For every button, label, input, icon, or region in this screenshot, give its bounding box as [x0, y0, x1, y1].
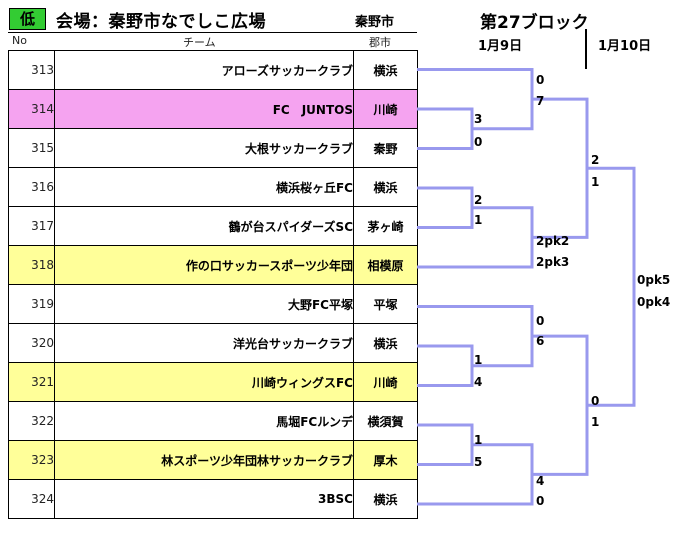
- team-number: 322: [8, 401, 55, 441]
- team-number: 318: [8, 245, 55, 285]
- bracket-line: [417, 443, 534, 506]
- team-name: 3BSC: [54, 479, 354, 519]
- venue-city: 秦野市: [355, 15, 395, 30]
- team-pref: 横浜: [353, 50, 418, 90]
- score-label: 1: [474, 353, 483, 367]
- score-label: 3: [474, 112, 483, 126]
- bracket-line: [532, 334, 589, 476]
- column-header-pref: 郡市: [369, 36, 391, 49]
- score-label: 4: [474, 375, 483, 389]
- level-badge: 低: [9, 8, 46, 30]
- date-separator: [585, 29, 587, 69]
- bracket-line: [417, 107, 474, 150]
- team-name: 作の口サッカースポーツ少年団: [54, 245, 354, 285]
- score-label: 0: [536, 314, 545, 328]
- score-label: 0pk5: [637, 273, 671, 287]
- score-label: 0: [474, 135, 483, 149]
- team-name: 洋光台サッカークラブ: [54, 323, 354, 363]
- score-label: 2pk3: [536, 255, 570, 269]
- score-label: 0: [536, 73, 545, 87]
- score-label: 1: [474, 433, 483, 447]
- score-label: 7: [536, 94, 545, 108]
- team-name: 大根サッカークラブ: [54, 128, 354, 168]
- block-title: 第27ブロック: [480, 13, 589, 33]
- score-label: 2: [474, 193, 483, 207]
- score-label: 2pk2: [536, 234, 570, 248]
- column-header-team: チーム: [183, 36, 216, 49]
- header-rule: [8, 32, 417, 33]
- team-number: 323: [8, 440, 55, 480]
- team-pref: 横浜: [353, 479, 418, 519]
- venue-title: 会場：秦野市なでしこ広場: [56, 12, 266, 32]
- team-pref: 平塚: [353, 284, 418, 324]
- date-day1: 1月9日: [478, 39, 523, 54]
- team-name: 林スポーツ少年団林サッカークラブ: [54, 440, 354, 480]
- team-number: 319: [8, 284, 55, 324]
- team-pref: 秦野: [353, 128, 418, 168]
- team-name: 川崎ウィングスFC: [54, 362, 354, 402]
- team-number: 321: [8, 362, 55, 402]
- team-pref: 相模原: [353, 245, 418, 285]
- score-label: 1: [474, 213, 483, 227]
- team-pref: 厚木: [353, 440, 418, 480]
- score-label: 1: [591, 415, 600, 429]
- score-label: 1: [591, 175, 600, 189]
- team-pref: 川崎: [353, 89, 418, 129]
- team-number: 313: [8, 50, 55, 90]
- bracket-line: [417, 186, 474, 229]
- bracket-line: [587, 166, 636, 407]
- score-label: 4: [536, 474, 545, 488]
- score-label: 2: [591, 153, 600, 167]
- date-day2: 1月10日: [598, 39, 652, 54]
- score-label: 0: [591, 394, 600, 408]
- team-number: 316: [8, 167, 55, 207]
- bracket-line: [417, 344, 474, 387]
- score-label: 0pk4: [637, 295, 671, 309]
- team-name: アローズサッカークラブ: [54, 50, 354, 90]
- score-label: 5: [474, 455, 483, 469]
- column-header-no: No: [12, 34, 27, 47]
- score-label: 6: [536, 334, 545, 348]
- team-pref: 川崎: [353, 362, 418, 402]
- team-pref: 横浜: [353, 167, 418, 207]
- bracket-line: [417, 423, 474, 466]
- bracket-line: [532, 97, 589, 239]
- team-number: 314: [8, 89, 55, 129]
- team-name: 横浜桜ヶ丘FC: [54, 167, 354, 207]
- score-label: 0: [536, 494, 545, 508]
